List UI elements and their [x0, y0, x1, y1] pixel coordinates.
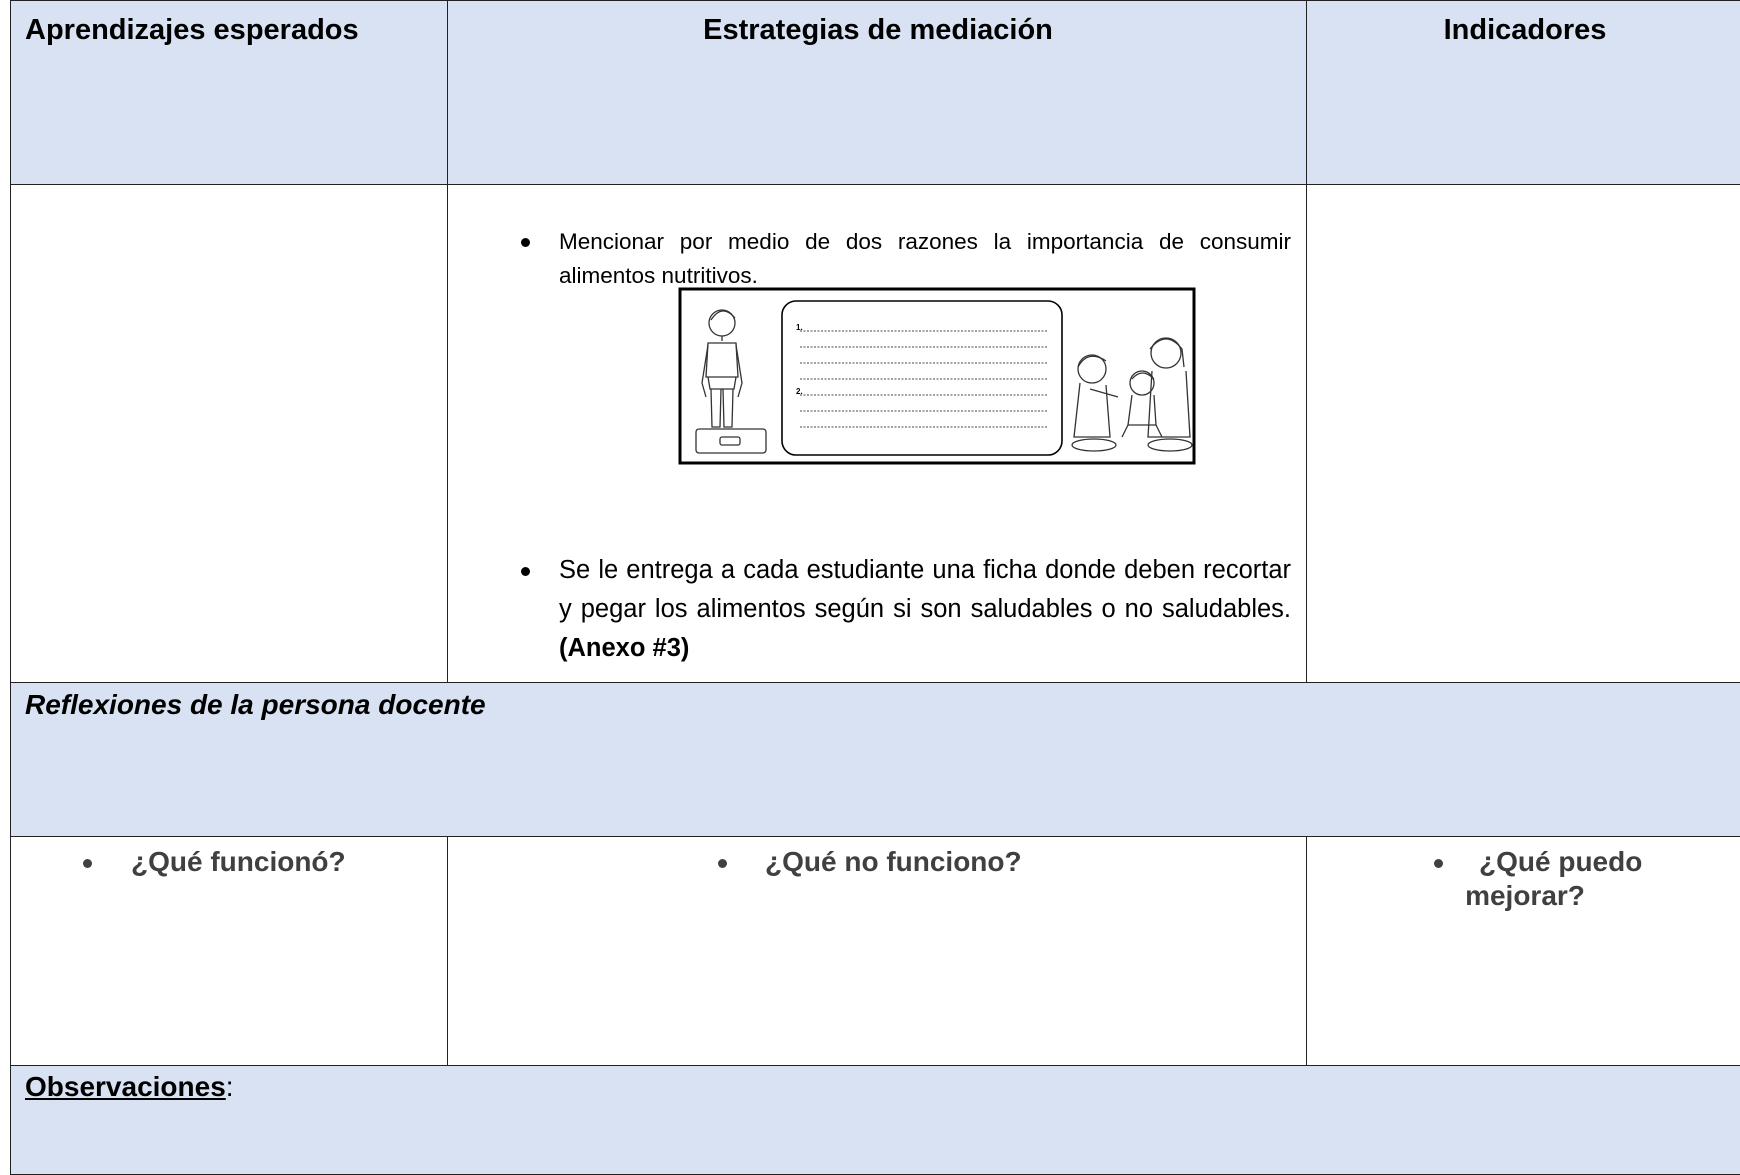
bullet-dot [1434, 859, 1443, 868]
bullet-dot [718, 859, 727, 868]
que-funciono-label: ¿Qué funcionó? [131, 846, 346, 877]
header-estrategias-label: Estrategias de mediación [703, 14, 1053, 46]
que-no-funciono-cell: ¿Qué no funciono? [447, 836, 1307, 1066]
bullet-dot [521, 567, 530, 576]
que-puedo-mejorar-line2: mejorar? [1465, 880, 1585, 911]
indicadores-content-cell [1306, 184, 1740, 683]
observaciones-colon: : [225, 1071, 234, 1102]
aprendizajes-content-cell [10, 184, 448, 683]
que-puedo-mejorar-line1: ¿Qué puedo [1479, 846, 1643, 877]
child-on-scale-icon [695, 309, 767, 454]
estrategias-content-cell: Mencionar por medio de dos razones la im… [447, 184, 1307, 683]
planning-table: Aprendizajes esperados Estrategias de me… [10, 0, 1740, 1175]
worksheet-line-1-marker: 1. [796, 323, 803, 332]
reflexiones-title: Reflexiones de la persona docente [25, 689, 486, 720]
writing-lines [800, 330, 1048, 428]
observaciones-label: Observaciones [25, 1071, 226, 1102]
observaciones-row: Observaciones: [10, 1065, 1740, 1175]
header-indicadores-label: Indicadores [1443, 14, 1607, 46]
worksheet-illustration: 1. 2. [678, 287, 1196, 465]
reflexiones-row: Reflexiones de la persona docente [10, 682, 1740, 837]
strategy-item-1: Mencionar por medio de dos razones la im… [559, 229, 1291, 288]
strategy-item-2: Se le entrega a cada estudiante una fich… [559, 551, 1291, 668]
doctor-family-icon [1071, 337, 1193, 452]
strategy-item-2-text: Se le entrega a cada estudiante una fich… [559, 556, 1291, 623]
que-funciono-cell: ¿Qué funcionó? [10, 836, 448, 1066]
anexo-reference: (Anexo #3) [559, 634, 690, 662]
writing-card [781, 300, 1063, 456]
que-no-funciono-label: ¿Qué no funciono? [765, 846, 1022, 877]
header-estrategias: Estrategias de mediación [447, 0, 1307, 185]
header-aprendizajes-label: Aprendizajes esperados [25, 14, 359, 46]
header-aprendizajes: Aprendizajes esperados [10, 0, 448, 185]
header-indicadores: Indicadores [1306, 0, 1740, 185]
bullet-dot [83, 859, 92, 868]
worksheet-line-2-marker: 2. [796, 387, 803, 396]
que-puedo-mejorar-cell: ¿Qué puedo mejorar? [1306, 836, 1740, 1066]
observaciones-heading: Observaciones: [25, 1070, 234, 1104]
bullet-dot [521, 238, 530, 247]
